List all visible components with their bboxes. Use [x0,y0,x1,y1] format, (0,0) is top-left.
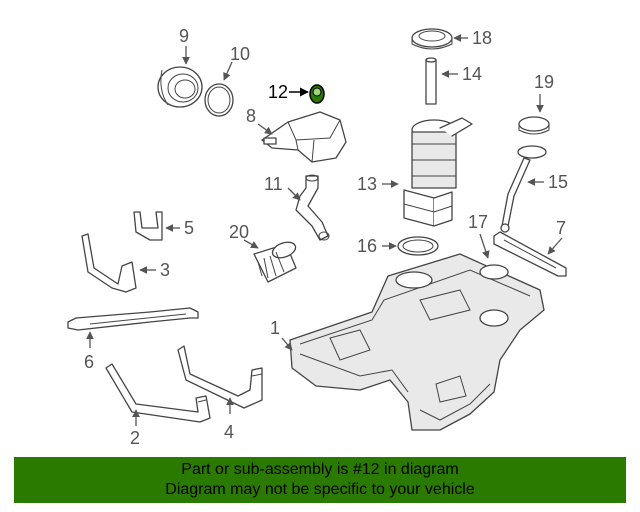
leader-1 [281,337,293,351]
callout-13: 13 [357,174,377,194]
part-11-hose[interactable] [295,174,330,241]
callout-8: 8 [246,106,256,126]
callout-6: 6 [84,352,94,372]
part-14-tube[interactable] [425,57,437,105]
part-8-housing[interactable] [261,111,347,163]
banner-line-1: Part or sub-assembly is #12 in diagram [181,461,459,478]
callout-9: 9 [179,26,189,46]
callout-4: 4 [224,422,234,442]
callout-20: 20 [229,222,249,242]
leader-10 [223,61,233,81]
parts-diagram: 9 10 12 8 11 20 5 [67,26,568,448]
banner-line-2: Diagram may not be specific to your vehi… [165,481,475,498]
leader-7 [547,237,563,255]
callout-15: 15 [548,172,568,192]
callout-11: 11 [264,174,283,194]
info-banner: Part or sub-assembly is #12 in diagram D… [14,457,626,503]
part-1-fuel-tank[interactable] [289,253,545,431]
leader-11 [287,187,301,201]
callout-18: 18 [472,28,492,48]
part-9-filler-ring[interactable] [157,66,203,108]
part-13-pump-module[interactable] [403,117,473,227]
leader-8 [257,123,273,135]
part-7-bracket-bar[interactable] [493,231,567,277]
callout-14: 14 [462,64,482,84]
callout-3: 3 [160,260,170,280]
callout-5: 5 [184,218,194,238]
part-19-cap[interactable] [518,116,550,135]
part-5-bracket[interactable] [133,211,163,241]
part-15-level-sender[interactable] [500,145,547,233]
part-6-cross-member[interactable] [67,307,199,331]
callout-7: 7 [556,218,566,238]
callout-1: 1 [270,318,280,338]
callout-19: 19 [534,72,554,92]
part-20-filter[interactable] [253,239,298,283]
part-3-strap[interactable] [81,233,137,293]
part-2-tank-strap[interactable] [105,363,211,423]
callout-12: 12 [268,82,288,102]
callout-10: 10 [230,44,250,64]
leader-17 [479,233,490,259]
part-18-lock-ring[interactable] [411,28,453,50]
callout-2: 2 [130,428,140,448]
part-12-highlighted-fitting[interactable] [309,84,325,104]
part-4-tank-strap[interactable] [177,345,263,409]
part-10-o-ring[interactable] [204,83,234,117]
leader-20 [243,239,259,249]
part-16-seal[interactable] [397,236,439,256]
callout-16: 16 [357,236,377,256]
callout-17: 17 [468,212,488,232]
